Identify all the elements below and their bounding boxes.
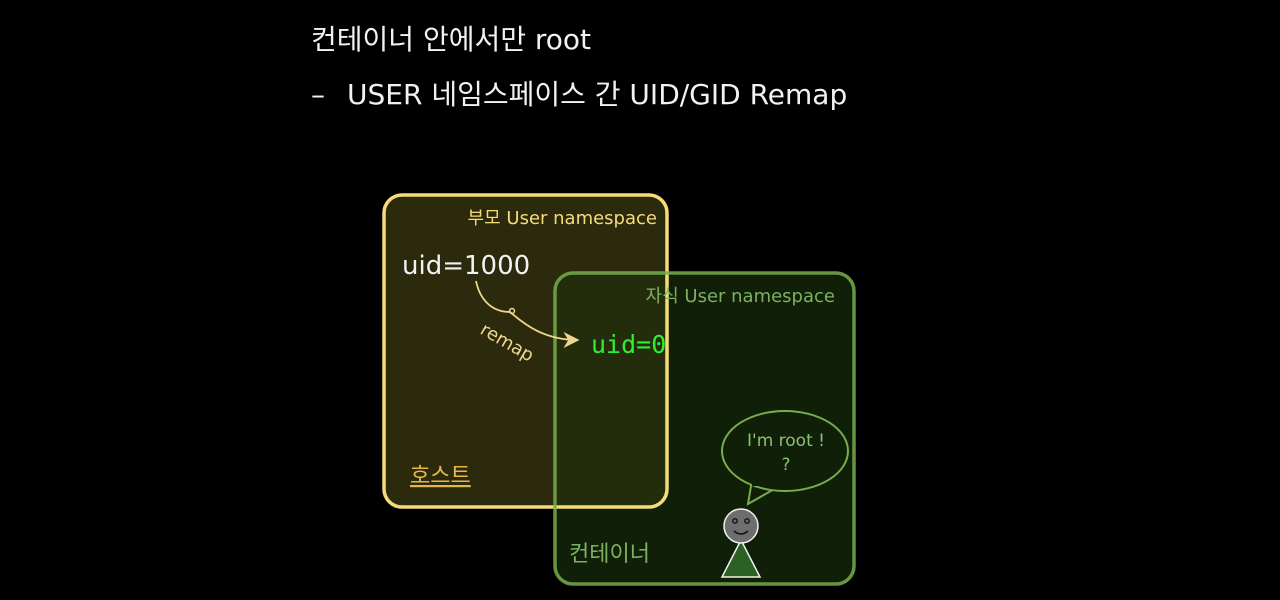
slide-title: 컨테이너 안에서만 root	[311, 23, 592, 56]
child-namespace-border	[553, 271, 856, 586]
bullet-text: USER 네임스페이스 간 UID/GID Remap	[347, 78, 848, 111]
child-box-label: 자식 User namespace	[646, 286, 835, 307]
parent-box-label: 부모 User namespace	[468, 208, 657, 229]
root-user-figure	[720, 508, 762, 578]
bullet-item: –USER 네임스페이스 간 UID/GID Remap	[311, 77, 847, 113]
parent-uid: uid=1000	[402, 251, 530, 281]
figure-smile	[733, 530, 749, 535]
remap-arrow-knot	[508, 307, 516, 315]
container-label: 컨테이너	[569, 542, 650, 567]
speech-text-line1: I'm root !	[747, 431, 825, 451]
figure-body	[720, 538, 762, 578]
figure-left-eye	[732, 518, 738, 524]
speech-bubble: I'm root ! ?	[721, 410, 849, 506]
child-uid: uid=0	[591, 330, 666, 359]
bullet-dash: –	[311, 78, 325, 111]
speech-bubble-body	[721, 410, 849, 492]
figure-head	[723, 508, 759, 544]
figure-right-eye	[744, 518, 750, 524]
speech-text-line2: ?	[781, 455, 790, 475]
host-label: 호스트	[410, 464, 471, 489]
parent-namespace-border	[382, 193, 669, 509]
